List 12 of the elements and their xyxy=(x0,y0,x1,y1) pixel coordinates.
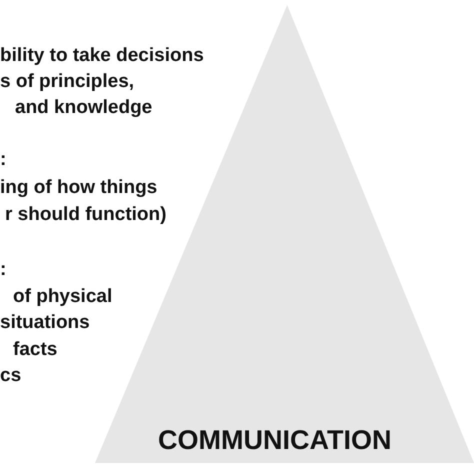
description-text: bility to take decisions xyxy=(0,45,204,67)
description-text: facts xyxy=(13,339,58,361)
pyramid-base-label: COMMUNICATION xyxy=(158,425,392,455)
description-text: : xyxy=(0,149,6,171)
description-text: r should function) xyxy=(5,204,166,226)
description-text: and knowledge xyxy=(15,97,152,119)
description-text: ing of how things xyxy=(0,177,158,199)
description-text: : xyxy=(0,259,6,281)
description-text: of physical xyxy=(13,286,112,308)
description-text: situations xyxy=(0,312,90,334)
description-text: cs xyxy=(0,365,22,387)
description-text: s of principles, xyxy=(0,71,134,93)
